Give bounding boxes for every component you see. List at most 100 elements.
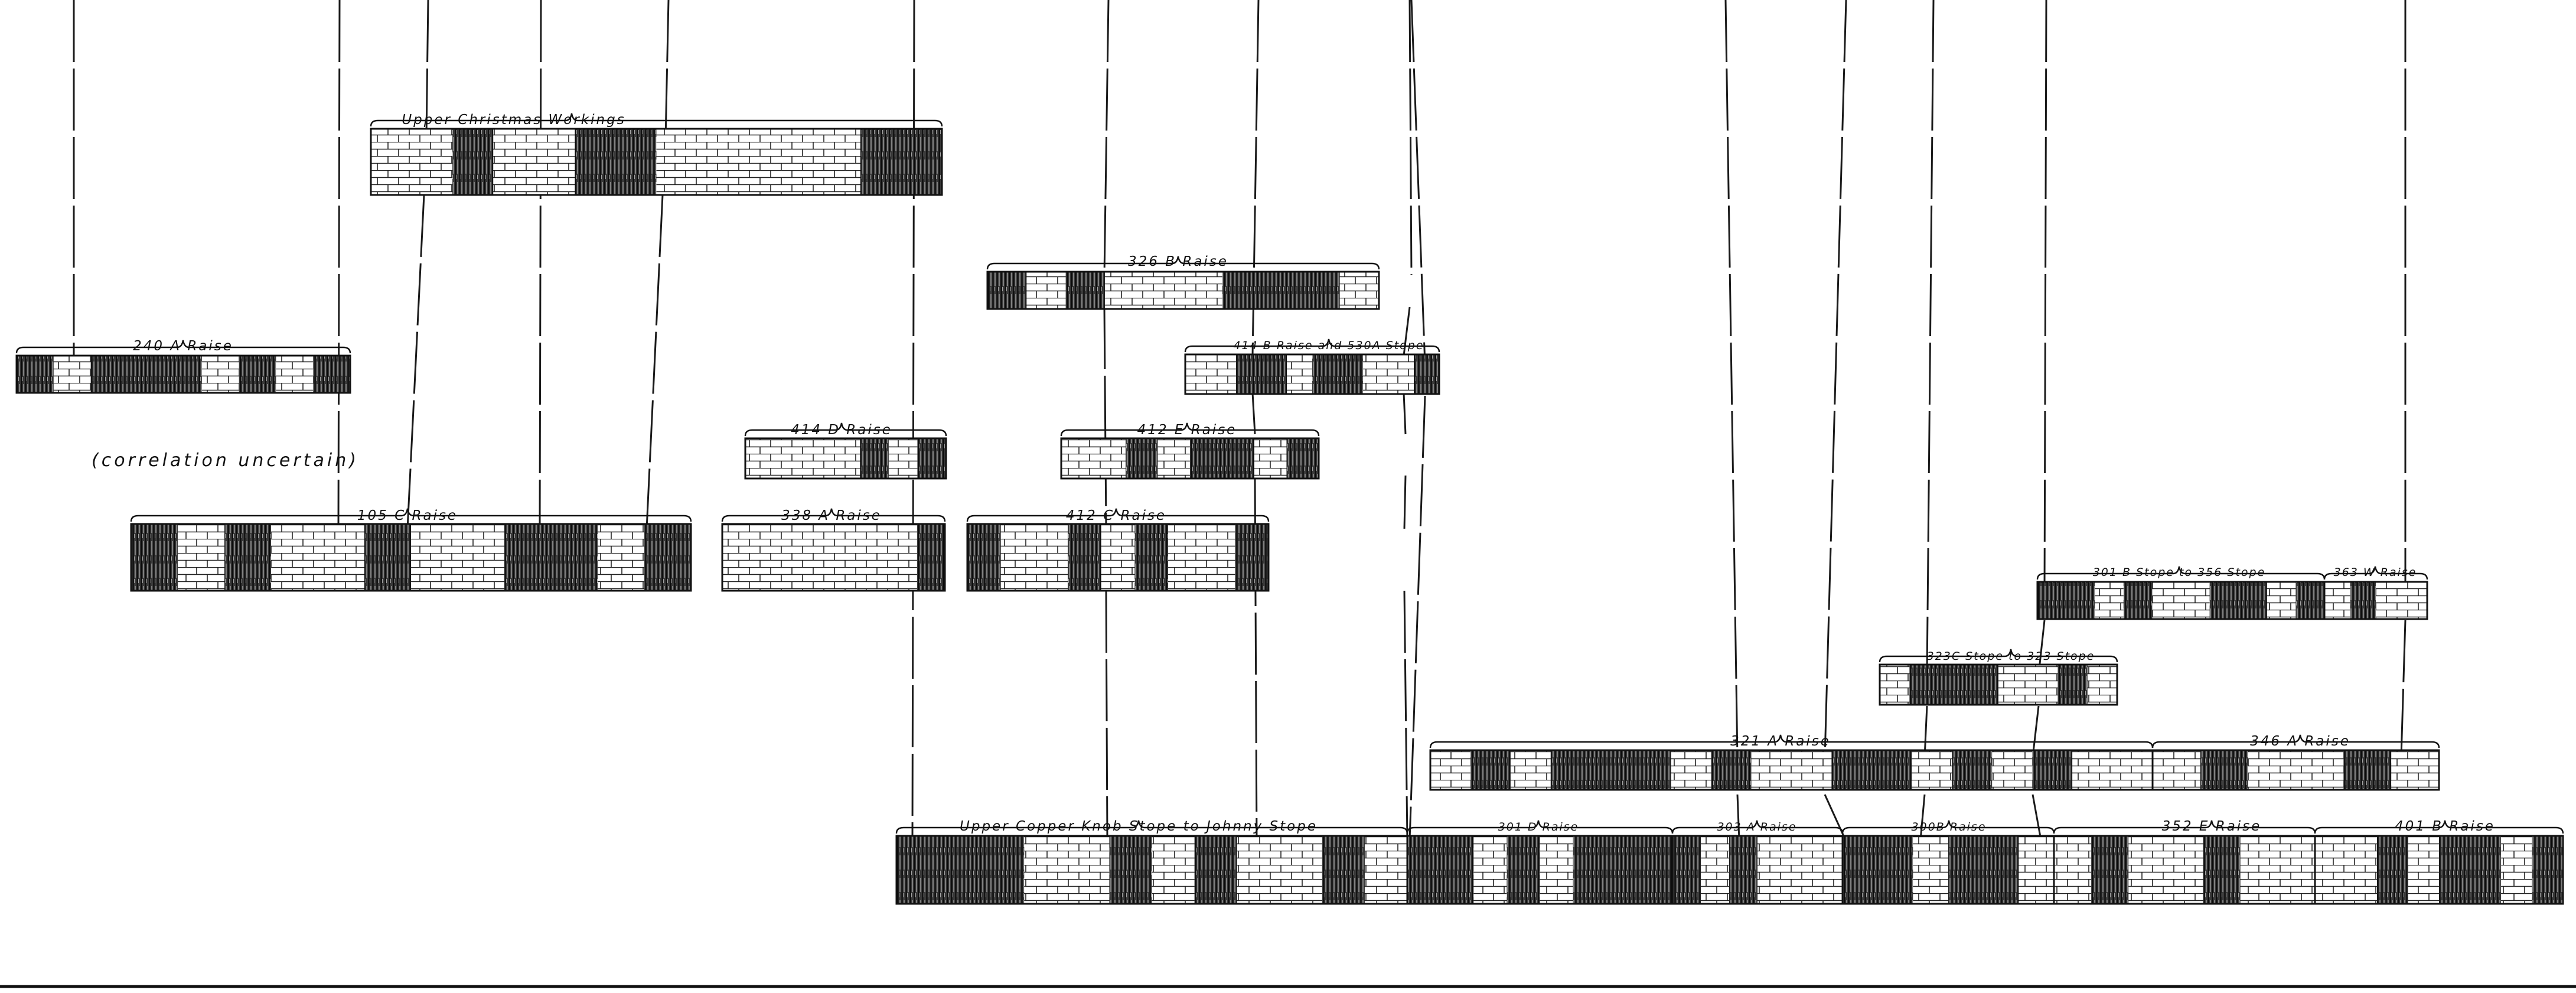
shale-band xyxy=(2470,836,2502,904)
shale-band xyxy=(2210,582,2239,619)
correlation-line xyxy=(912,0,914,840)
shale-band xyxy=(1831,750,1872,790)
correlation-line xyxy=(540,0,541,529)
limestone-band xyxy=(2181,582,2210,619)
section-338a xyxy=(722,524,945,591)
correlation-line xyxy=(1104,0,1108,275)
correlation-line xyxy=(1825,0,1846,757)
limestone-band xyxy=(2152,582,2181,619)
section-352e xyxy=(2054,836,2316,904)
shale-band xyxy=(504,524,552,591)
shale-band xyxy=(2532,836,2564,904)
limestone-band xyxy=(458,524,505,591)
shale-band xyxy=(1068,524,1101,591)
section-326b xyxy=(987,272,1380,309)
shale-band xyxy=(1261,354,1287,394)
section-300b xyxy=(1843,836,2055,904)
shale-band xyxy=(575,129,616,195)
limestone-band xyxy=(178,524,225,591)
limestone-band xyxy=(202,356,239,393)
limestone-band xyxy=(1034,524,1068,591)
shale-band xyxy=(1236,354,1262,394)
shale-band xyxy=(239,356,276,393)
limestone-band xyxy=(834,524,862,591)
shale-band xyxy=(452,129,494,195)
section-upper-christmas xyxy=(371,129,943,195)
shale-band xyxy=(551,524,598,591)
section-105c xyxy=(131,524,692,591)
shale-band xyxy=(2058,665,2088,705)
correlation-line xyxy=(338,0,340,529)
limestone-band xyxy=(1287,354,1313,394)
shale-band xyxy=(1322,836,1365,904)
label-301d: 301 D Raise xyxy=(1498,821,1579,834)
correlation-line xyxy=(1104,307,1106,529)
correlation-line xyxy=(647,195,663,529)
limestone-band xyxy=(657,129,698,195)
shale-band xyxy=(2377,836,2408,904)
label-414b: 414 B Raise and 530A Stope xyxy=(1233,339,1424,352)
label-412c: 412 C Raise xyxy=(1066,508,1166,523)
correlation-line xyxy=(1404,591,1407,840)
correlation-line xyxy=(2401,620,2405,757)
shale-band xyxy=(615,129,657,195)
limestone-band xyxy=(2402,582,2428,619)
label-414d: 414 D Raise xyxy=(791,422,892,438)
limestone-band xyxy=(412,129,453,195)
correlation-line xyxy=(1411,0,1425,364)
shale-band xyxy=(1338,354,1364,394)
limestone-band xyxy=(2128,836,2166,904)
shale-band xyxy=(1878,836,1913,904)
correlation-line xyxy=(1726,0,1737,757)
shale-band xyxy=(967,524,1001,591)
limestone-band xyxy=(1998,665,2029,705)
limestone-band xyxy=(54,356,91,393)
limestone-band xyxy=(2267,582,2296,619)
shale-band xyxy=(1591,750,1632,790)
correlation-line xyxy=(1410,0,1411,275)
shale-band xyxy=(1126,438,1158,478)
limestone-band xyxy=(738,129,780,195)
limestone-band xyxy=(2376,582,2402,619)
shale-band xyxy=(128,356,165,393)
limestone-band xyxy=(2391,750,2439,790)
label-321a: 321 A Raise xyxy=(1730,734,1831,749)
limestone-band xyxy=(1340,272,1380,309)
shale-band xyxy=(1969,665,1999,705)
limestone-band xyxy=(1026,272,1066,309)
section-346a xyxy=(2153,750,2440,790)
limestone-band xyxy=(806,524,834,591)
correlation-line xyxy=(407,195,424,529)
shale-band xyxy=(1312,354,1338,394)
correlation-line xyxy=(2045,0,2046,591)
limestone-band xyxy=(2153,750,2200,790)
shale-band xyxy=(1711,750,1752,790)
limestone-band xyxy=(371,129,412,195)
limestone-band xyxy=(411,524,458,591)
label-323c: 323C Stope to 323 Stope xyxy=(1927,650,2095,663)
limestone-band xyxy=(1094,438,1126,478)
limestone-band xyxy=(1786,836,1815,904)
limestone-band xyxy=(2248,750,2296,790)
shale-band xyxy=(1573,836,1607,904)
shale-band xyxy=(1952,750,1993,790)
limestone-band xyxy=(1183,272,1223,309)
limestone-band xyxy=(697,129,739,195)
label-401b: 401 B Raise xyxy=(2395,819,2495,834)
label-upper-copper: Upper Copper Knob Stope to Johnny Stope xyxy=(960,819,1318,834)
limestone-band xyxy=(779,129,820,195)
limestone-band xyxy=(1185,354,1211,394)
limestone-band xyxy=(1671,750,1712,790)
shale-band xyxy=(987,272,1027,309)
limestone-band xyxy=(1912,750,1952,790)
section-321a xyxy=(1430,750,2153,790)
limestone-band xyxy=(2241,836,2278,904)
shale-band xyxy=(131,524,178,591)
limestone-band xyxy=(1388,354,1414,394)
limestone-band xyxy=(750,524,778,591)
limestone-band xyxy=(2095,582,2124,619)
label-301b: 301 B Stope to 356 Stope xyxy=(2093,566,2266,579)
limestone-band xyxy=(2346,836,2378,904)
limestone-band xyxy=(276,356,313,393)
